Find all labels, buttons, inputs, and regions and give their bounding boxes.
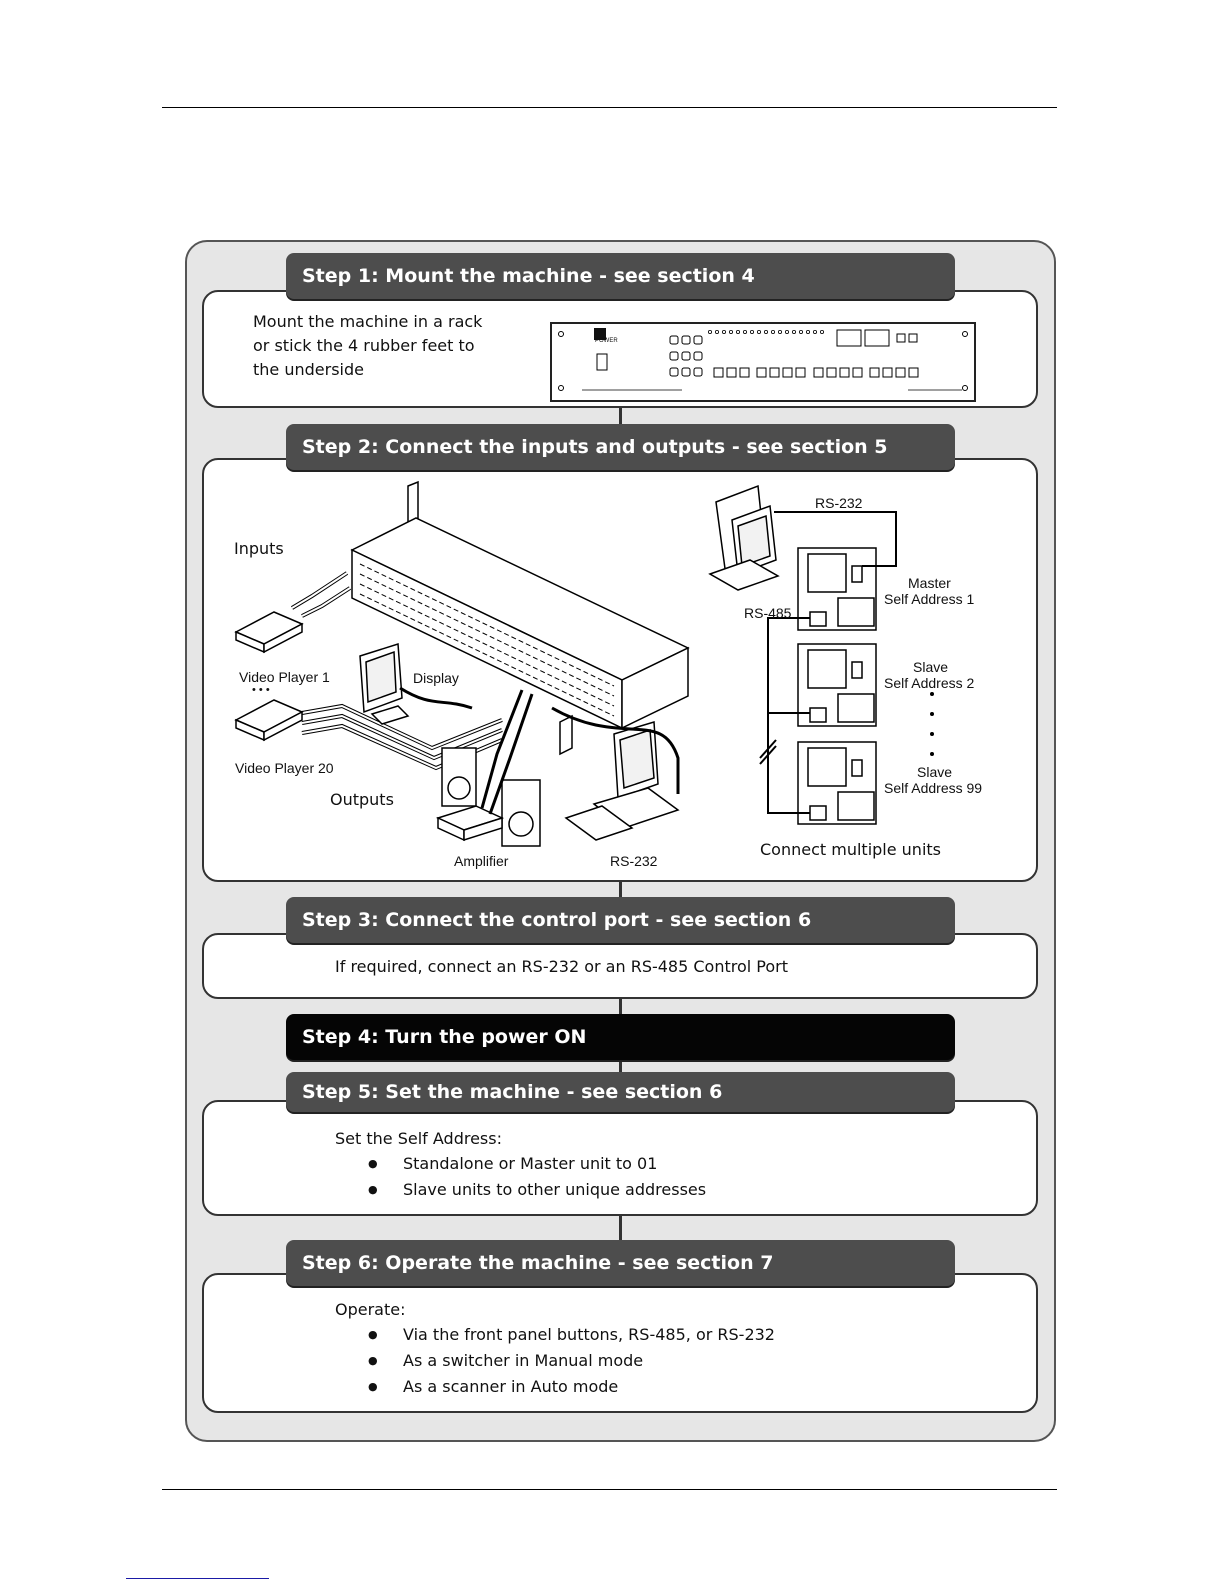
label-display: Display [413, 670, 459, 686]
step3-card [202, 933, 1038, 999]
step1-text: Mount the machine in a rack or stick the… [253, 312, 483, 379]
header-rule [162, 107, 1057, 108]
step6-header: Step 6: Operate the machine - see sectio… [286, 1240, 955, 1286]
display-drawing [359, 642, 410, 725]
label-slave-1: Slave [913, 659, 949, 675]
connector-1-2 [619, 406, 622, 428]
label-master-addr: Self Address 1 [884, 591, 975, 607]
label-ellipsis: • • • [252, 684, 270, 696]
connector-rows [359, 563, 615, 717]
pc-bottom-drawing [564, 721, 680, 841]
connection-diagram [234, 480, 934, 847]
list-item: Standalone or Master unit to 01 [335, 1151, 706, 1177]
connector-2-3 [619, 880, 622, 900]
list-item: As a scanner in Auto mode [335, 1374, 775, 1400]
front-panel-image: POWER [550, 322, 976, 402]
footer-rule [162, 1489, 1057, 1490]
control-wiring [759, 511, 897, 814]
step3-text: If required, connect an RS-232 or an RS-… [335, 957, 789, 976]
label-inputs: Inputs [234, 539, 284, 558]
label-rs485: RS-485 [744, 605, 792, 621]
step1-header: Step 1: Mount the machine - see section … [286, 253, 955, 299]
pc-top-drawing [708, 484, 780, 591]
label-rs232-bottom: RS-232 [610, 853, 658, 869]
step5-header: Step 5: Set the machine - see section 6 [286, 1072, 955, 1112]
label-connect-multiple: Connect multiple units [760, 840, 941, 859]
step3-header: Step 3: Connect the control port - see s… [286, 897, 955, 943]
step6-intro: Operate: [335, 1300, 406, 1319]
video-player-1-drawing [234, 611, 304, 654]
footer-link-underline[interactable] [126, 1578, 269, 1579]
label-slave-2-addr: Self Address 99 [884, 780, 983, 796]
label-outputs: Outputs [330, 790, 394, 809]
switcher-chassis-drawing [350, 480, 690, 756]
step6-bullets: Via the front panel buttons, RS-485, or … [335, 1322, 775, 1400]
label-rs232-top: RS-232 [815, 495, 863, 511]
video-player-20-drawing [234, 699, 304, 742]
panel-power-label: POWER [595, 338, 618, 344]
step2-header: Step 2: Connect the inputs and outputs -… [286, 424, 955, 470]
list-item: As a switcher in Manual mode [335, 1348, 775, 1374]
list-item: Via the front panel buttons, RS-485, or … [335, 1322, 775, 1348]
input-cable-fill [291, 572, 503, 770]
label-slave-2: Slave [917, 764, 953, 780]
speakers-amplifier-drawing [435, 747, 541, 847]
list-item: Slave units to other unique addresses [335, 1177, 706, 1203]
label-amplifier: Amplifier [454, 853, 509, 869]
label-video-player-1: Video Player 1 [239, 669, 330, 685]
connector-5-6 [619, 1215, 622, 1243]
step6-content: Operate: Via the front panel buttons, RS… [335, 1298, 775, 1400]
step5-intro: Set the Self Address: [335, 1129, 502, 1148]
connector-3-4 [619, 999, 622, 1017]
label-slave-1-addr: Self Address 2 [884, 675, 975, 691]
address-ellipsis-dots [930, 692, 934, 756]
front-panel-drawing [558, 328, 968, 391]
label-master: Master [908, 575, 951, 591]
connector-4-5 [619, 1060, 622, 1076]
label-video-player-20: Video Player 20 [235, 760, 334, 776]
rear-panels-drawing [797, 547, 877, 825]
audio-cables [480, 689, 534, 815]
step5-bullets: Standalone or Master unit to 01 Slave un… [335, 1151, 706, 1203]
step4-header: Step 4: Turn the power ON [286, 1014, 955, 1060]
step5-content: Set the Self Address: Standalone or Mast… [335, 1127, 706, 1203]
